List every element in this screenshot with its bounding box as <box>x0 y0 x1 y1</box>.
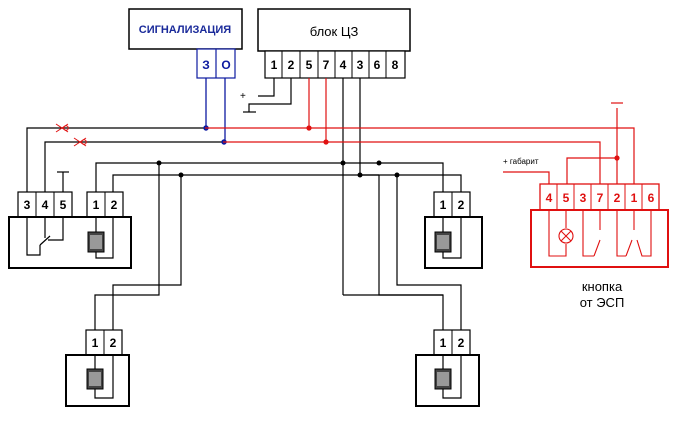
esp-pin-6: 6 <box>648 191 655 205</box>
cl-pin-7: 7 <box>323 58 330 72</box>
driver-door-body <box>8 216 132 269</box>
alarm-pin-open: О <box>221 58 230 72</box>
red-junctions <box>306 125 620 161</box>
wire-cut-markers <box>55 123 87 147</box>
esp-pin-box <box>539 183 660 211</box>
black-junctions <box>156 160 400 178</box>
esp-title-line2: от ЭСП <box>580 295 625 310</box>
cl-pin-4: 4 <box>340 58 347 72</box>
rr-body <box>415 354 480 407</box>
rr-pin-2: 2 <box>458 336 465 350</box>
rr-pin-1: 1 <box>440 336 447 350</box>
central-lock-power <box>243 78 292 113</box>
cl-pin-6: 6 <box>374 58 381 72</box>
fr-pin-2: 2 <box>458 198 465 212</box>
actuator-rear-left: 1 2 <box>65 329 130 407</box>
cl-pin-5: 5 <box>306 58 313 72</box>
esp-pin-2: 2 <box>614 191 621 205</box>
driver-pin-3: 3 <box>24 198 31 212</box>
rl-body <box>65 354 130 407</box>
alarm-pin-close: З <box>202 58 210 72</box>
black-wiring <box>26 78 462 330</box>
rl-pin-2: 2 <box>110 336 117 350</box>
actuator-front-right: 1 2 <box>424 191 483 269</box>
driver-pin-1: 1 <box>93 198 100 212</box>
cl-pin-3: 3 <box>357 58 364 72</box>
esp-lamp-icon <box>558 228 574 244</box>
actuator-rear-right: 1 2 <box>415 329 480 407</box>
fr-body <box>424 216 483 269</box>
central-lock-title: блок ЦЗ <box>310 24 359 39</box>
central-lock-plus: + <box>240 91 246 102</box>
esp-title-line1: кнопка <box>582 279 623 294</box>
driver-pin-5: 5 <box>60 198 67 212</box>
esp-pin-1: 1 <box>631 191 638 205</box>
cl-pin-2: 2 <box>288 58 295 72</box>
cl-pin-1: 1 <box>271 58 278 72</box>
driver-door-lock: 3 4 5 1 2 <box>8 171 132 269</box>
esp-pin-5: 5 <box>563 191 570 205</box>
cl-pin-8: 8 <box>392 58 399 72</box>
driver-pin-4: 4 <box>42 198 49 212</box>
alarm-unit: СИГНАЛИЗАЦИЯ З О <box>128 8 243 79</box>
gabarit-label: + габарит <box>503 157 539 166</box>
central-lock-unit: блок ЦЗ 1 2 5 7 4 3 6 8 + <box>240 8 411 113</box>
alarm-title: СИГНАЛИЗАЦИЯ <box>139 24 232 36</box>
esp-pin-3: 3 <box>580 191 587 205</box>
esp-button: 4 5 3 7 2 1 6 <box>530 183 669 268</box>
fr-pin-1: 1 <box>440 198 447 212</box>
esp-pin-4: 4 <box>546 191 553 205</box>
rl-pin-1: 1 <box>92 336 99 350</box>
alarm-box <box>128 8 243 50</box>
esp-pin-7: 7 <box>597 191 604 205</box>
driver-pin-2: 2 <box>111 198 118 212</box>
blue-wiring <box>205 78 226 142</box>
